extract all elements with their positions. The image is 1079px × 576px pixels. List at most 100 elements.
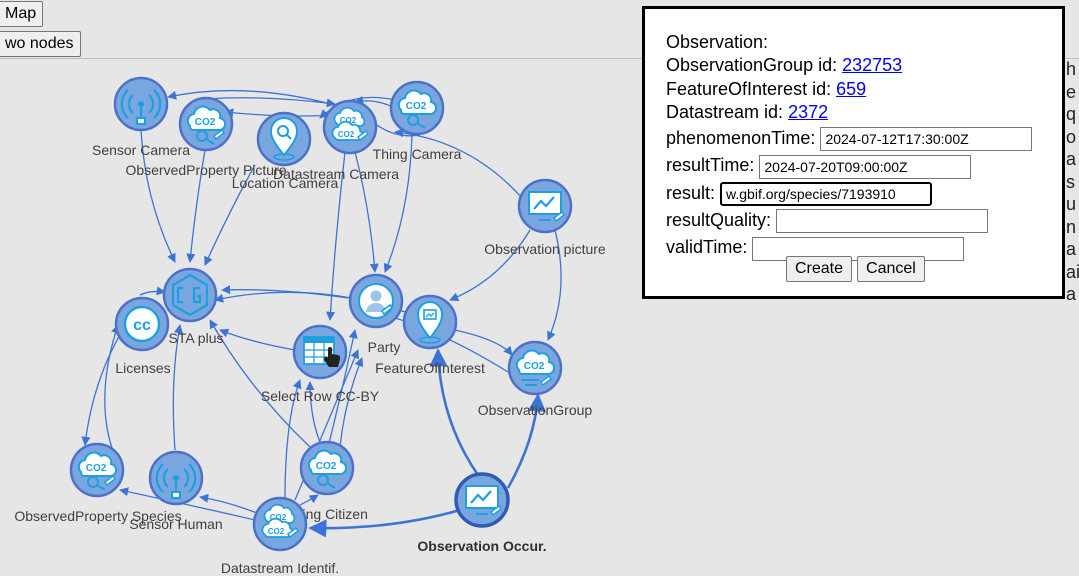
datastream-link[interactable]: 2372	[788, 101, 829, 122]
cutoff-text: u	[1066, 194, 1077, 214]
valid-time-label: validTime:	[666, 237, 748, 258]
co2-cloud-icon: CO2	[515, 349, 556, 387]
node-label: Select Row CC-BY	[261, 388, 380, 404]
node-label: ObservedProperty Species	[14, 508, 181, 524]
result-quality-input[interactable]	[776, 209, 989, 234]
cutoff-text: e	[1066, 81, 1077, 102]
sta-logo-icon	[171, 273, 209, 317]
edge	[204, 164, 256, 266]
edge	[429, 348, 480, 476]
result-quality-label: resultQuality:	[666, 210, 772, 231]
co2-cloud-icon: CO2	[397, 89, 438, 129]
edge	[319, 96, 396, 119]
svg-text:CO2: CO2	[195, 117, 216, 128]
svg-text:CO2: CO2	[270, 513, 287, 522]
node-location-camera[interactable]: Location Camera	[232, 111, 339, 191]
cutoff-text: h	[1066, 59, 1077, 79]
edge	[299, 494, 319, 506]
edge	[104, 324, 120, 449]
sensor-icon	[155, 463, 197, 500]
co2-stack-icon: CO2 CO2	[331, 106, 370, 142]
edge	[205, 97, 336, 108]
edge	[327, 329, 358, 448]
node-observation-group[interactable]: CO2 ObservationGroup	[478, 340, 593, 418]
co2-stack-icon: CO2 CO2	[261, 503, 300, 539]
edge	[454, 329, 513, 356]
node-sensor-human[interactable]: Sensor Human	[129, 450, 223, 532]
observation-group-link[interactable]: 232753	[842, 55, 903, 76]
node-label: ObservationGroup	[478, 402, 593, 418]
node-sensor-camera[interactable]: Sensor Camera	[92, 76, 190, 158]
edge	[119, 487, 256, 521]
edge	[339, 357, 364, 448]
edge	[394, 128, 523, 199]
result-time-input[interactable]	[759, 154, 972, 179]
dialog-buttons: Create Cancel	[786, 256, 925, 282]
cancel-button[interactable]: Cancel	[857, 256, 925, 282]
node-label: STA plus	[169, 330, 224, 346]
node-label: Datastream Identif.	[221, 560, 339, 576]
node-datastream-identif[interactable]: CO2 CO2 Datastream Identif.	[221, 496, 339, 576]
svg-text:cc: cc	[133, 317, 151, 334]
cutoff-text: a	[1066, 239, 1077, 259]
svg-text:CO2: CO2	[340, 116, 357, 125]
datastream-row: Datastream id: 2372	[666, 101, 1062, 124]
node-sta-plus[interactable]: STA plus	[162, 267, 224, 346]
edge	[172, 324, 184, 451]
co2-cloud-icon: CO2	[77, 451, 118, 491]
create-button[interactable]: Create	[786, 256, 853, 282]
feature-of-interest-label: FeatureOfInterest id:	[666, 78, 832, 99]
node-label: Sensor Human	[129, 516, 222, 532]
edge	[449, 229, 531, 302]
node-thing-citizen[interactable]: CO2 Thing Citizen	[286, 440, 368, 522]
edge	[506, 393, 546, 489]
phenomenon-time-row: phenomenonTime:	[666, 127, 1062, 152]
node-label: FeatureOfInterest	[375, 360, 485, 376]
node-label: Location Camera	[232, 175, 339, 191]
edge	[199, 493, 263, 516]
cutoff-text-column: h e q o a s u n a ai a	[1066, 58, 1079, 306]
cutoff-text: q	[1066, 104, 1077, 124]
node-licenses[interactable]: cc Licenses	[114, 296, 171, 376]
edge	[294, 349, 360, 501]
node-label: ObservedProperty Picture	[125, 162, 286, 178]
nodes: Sensor Camera CO2 ObservedProperty Pictu…	[14, 76, 606, 576]
cc-icon: cc	[123, 305, 161, 343]
edge	[209, 319, 311, 448]
chart-monitor-icon	[465, 485, 503, 517]
edge	[284, 379, 302, 501]
cutoff-text: n	[1066, 216, 1077, 237]
node-observation-picture[interactable]: Observation picture	[484, 178, 606, 257]
cutoff-text: a	[1066, 284, 1077, 304]
co2-cloud-icon: CO2	[186, 105, 227, 145]
svg-text:CO2: CO2	[316, 461, 337, 472]
edge	[325, 151, 346, 321]
node-datastream-camera[interactable]: CO2 CO2 Datastream Camera	[273, 99, 399, 182]
edge	[383, 133, 413, 273]
node-thing-camera[interactable]: CO2 Thing Camera	[373, 80, 462, 162]
feature-of-interest-link[interactable]: 659	[836, 78, 867, 99]
svg-text:CO2: CO2	[338, 130, 355, 139]
observation-group-row: ObservationGroup id: 232753	[666, 54, 1062, 77]
cutoff-text: s	[1066, 171, 1075, 192]
node-party[interactable]: Party	[348, 273, 404, 355]
table-hand-icon	[303, 336, 341, 367]
node-select-row[interactable]: Select Row CC-BY	[261, 324, 380, 404]
node-label: Sensor Camera	[92, 142, 190, 158]
node-observation-occur[interactable]: Observation Occur.	[417, 472, 547, 554]
node-obsprop-species[interactable]: CO2 ObservedProperty Species	[14, 442, 182, 524]
result-input[interactable]	[720, 182, 933, 207]
person-icon	[358, 283, 394, 319]
two-nodes-button[interactable]: wo nodes	[0, 31, 81, 57]
observation-dialog: Observation: ObservationGroup id: 232753…	[642, 6, 1065, 299]
map-button[interactable]: Map	[0, 1, 44, 27]
toolbar-divider	[0, 58, 1079, 59]
node-feature-of-interest[interactable]: FeatureOfInterest	[375, 294, 485, 376]
node-obsprop-picture[interactable]: CO2 ObservedProperty Picture	[125, 96, 287, 178]
phenomenon-time-input[interactable]	[820, 127, 1033, 152]
result-time-label: resultTime:	[666, 155, 755, 176]
cutoff-text: o	[1066, 126, 1077, 147]
node-label: Thing Camera	[373, 146, 462, 162]
edge	[308, 508, 461, 538]
